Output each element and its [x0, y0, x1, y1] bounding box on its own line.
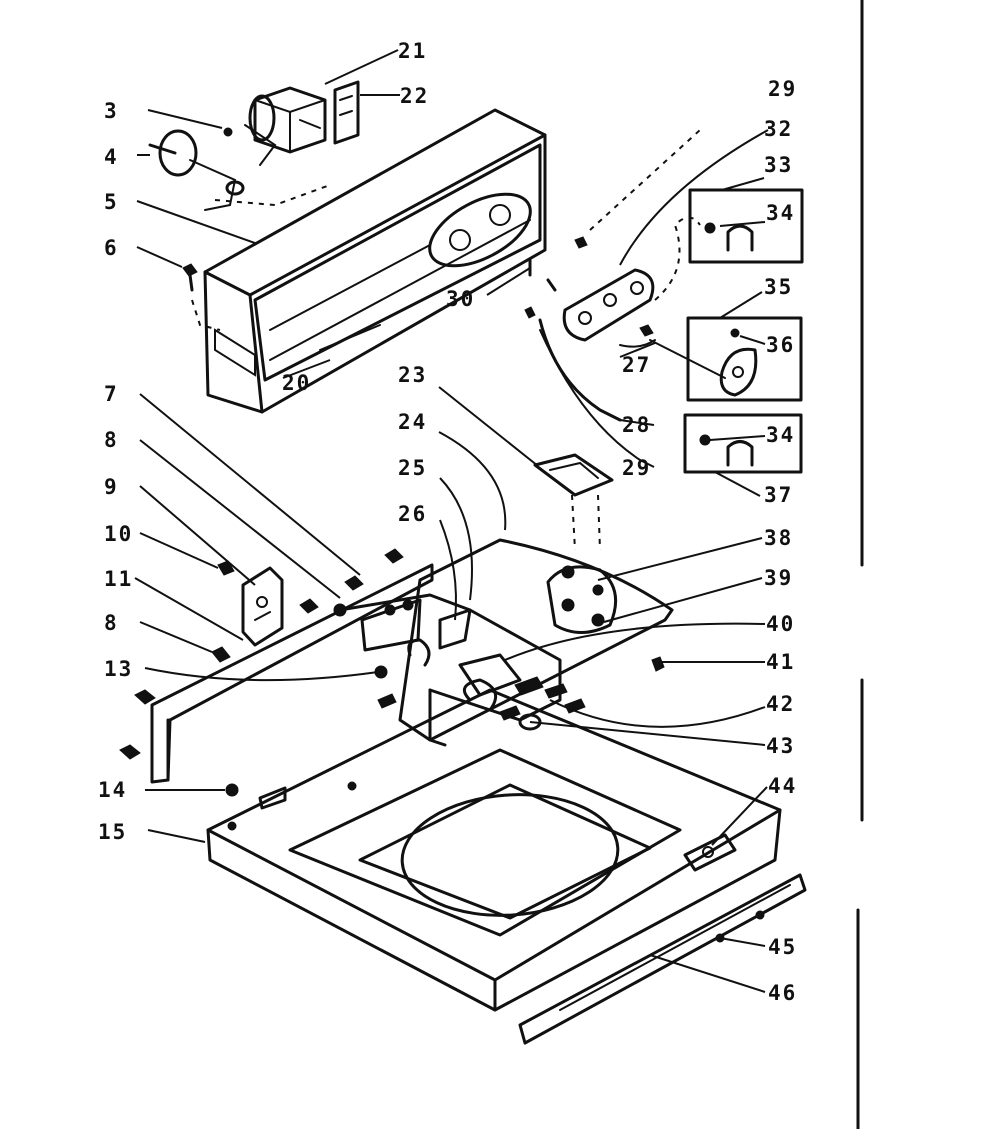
leader-lines [134, 49, 769, 993]
lid-switch [683, 833, 737, 872]
label-27: 27 [622, 353, 651, 377]
label-22: 22 [400, 84, 429, 108]
label-29a: 29 [768, 77, 797, 101]
back-panel-plate [150, 563, 434, 784]
box-37 [683, 413, 803, 474]
label-32: 32 [764, 117, 793, 141]
knob-assembly [148, 127, 331, 211]
label-4: 4 [104, 145, 119, 169]
cord-29-lower [539, 329, 641, 461]
label-34a: 34 [766, 201, 795, 225]
label-8a: 8 [104, 428, 119, 452]
label-29b: 29 [622, 456, 651, 480]
label-28: 28 [622, 413, 651, 437]
screw-27 [619, 324, 656, 348]
label-25: 25 [398, 456, 427, 480]
label-8b: 8 [104, 611, 119, 635]
label-24: 24 [398, 410, 427, 434]
timer-motor [244, 86, 327, 166]
label-43: 43 [766, 734, 795, 758]
label-34b: 34 [766, 423, 795, 447]
cord-28 [538, 318, 622, 422]
label-41: 41 [766, 650, 795, 674]
screw-6 [182, 263, 221, 331]
label-35: 35 [764, 275, 793, 299]
bracket-32 [562, 216, 701, 342]
label-39: 39 [764, 566, 793, 590]
label-3: 3 [104, 99, 119, 123]
label-13: 13 [104, 657, 133, 681]
label-42: 42 [766, 692, 795, 716]
label-30: 30 [446, 287, 475, 311]
label-7: 7 [104, 382, 119, 406]
hinge-rail [518, 873, 807, 1045]
label-40: 40 [766, 612, 795, 636]
label-33: 33 [764, 153, 793, 177]
small-fasteners [119, 548, 665, 760]
label-46: 46 [768, 981, 797, 1005]
label-45: 45 [768, 935, 797, 959]
label-14: 14 [98, 778, 127, 802]
label-26: 26 [398, 502, 427, 526]
label-6: 6 [104, 236, 119, 260]
page-border-line [856, 0, 864, 1129]
box-33 [688, 188, 804, 264]
control-housing [398, 538, 674, 742]
fastener-29-top [574, 129, 701, 249]
switch-part [333, 80, 360, 145]
control-console [203, 108, 547, 414]
label-20: 20 [282, 371, 311, 395]
label-37: 37 [764, 483, 793, 507]
label-11: 11 [104, 567, 133, 591]
label-15: 15 [98, 820, 127, 844]
label-10: 10 [104, 522, 133, 546]
label-44: 44 [768, 774, 797, 798]
part-labels: 3 4 5 6 7 8 9 10 11 8 13 14 15 20 21 22 … [98, 39, 797, 1005]
fastener-30 [524, 258, 557, 319]
label-9: 9 [104, 475, 119, 499]
wiring-harness [338, 593, 586, 747]
label-21: 21 [398, 39, 427, 63]
box-35 [649, 316, 803, 402]
label-38: 38 [764, 526, 793, 550]
bracket-23 [533, 453, 614, 551]
bracket-9 [217, 560, 284, 647]
label-5: 5 [104, 190, 119, 214]
label-23: 23 [398, 363, 427, 387]
label-36: 36 [766, 333, 795, 357]
